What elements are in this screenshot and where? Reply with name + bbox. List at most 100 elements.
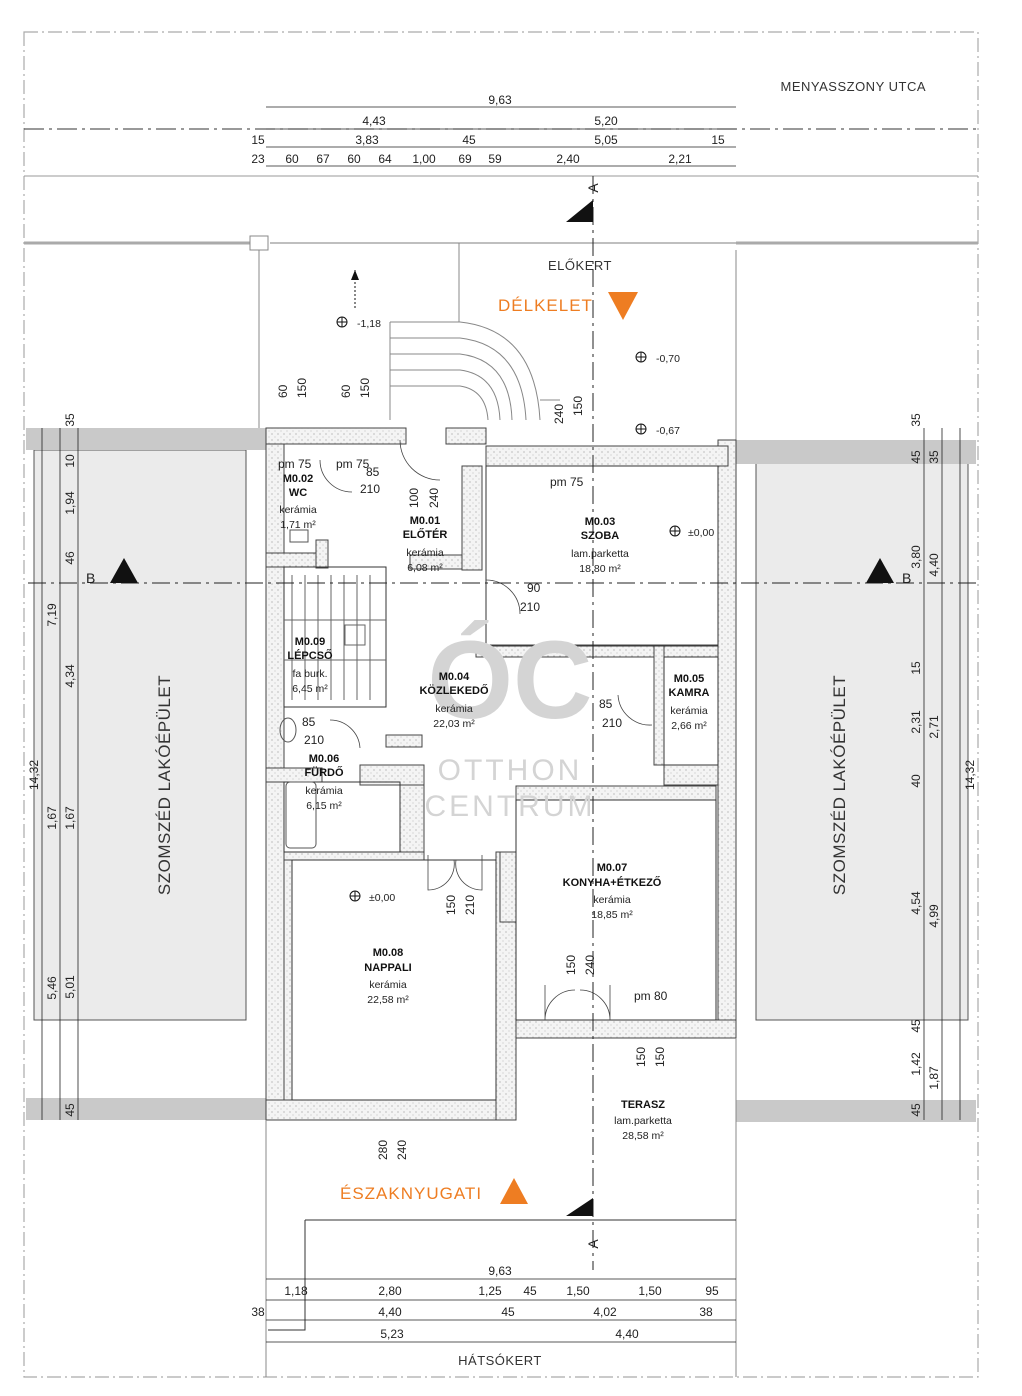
- room-m003: M0.03 SZOBA lam.parketta 18,80 m²: [571, 516, 629, 575]
- svg-text:6,15 m²: 6,15 m²: [306, 800, 342, 812]
- svg-text:2,66 m²: 2,66 m²: [671, 720, 707, 732]
- svg-text:240: 240: [583, 955, 597, 975]
- svg-text:-1,18: -1,18: [357, 318, 381, 330]
- svg-text:kerámia: kerámia: [305, 785, 343, 797]
- svg-text:18,85 m²: 18,85 m²: [591, 909, 633, 921]
- svg-text:240: 240: [552, 404, 566, 424]
- room-m008: M0.08 NAPPALI kerámia 22,58 m²: [364, 947, 411, 1006]
- svg-text:210: 210: [304, 733, 324, 747]
- svg-text:-0,67: -0,67: [656, 425, 680, 437]
- svg-text:59: 59: [488, 152, 502, 166]
- svg-text:M0.02: M0.02: [283, 473, 314, 485]
- svg-text:SZOBA: SZOBA: [581, 530, 620, 542]
- svg-text:9,63: 9,63: [488, 93, 512, 107]
- svg-text:5,23: 5,23: [380, 1327, 404, 1341]
- plot-boundary: [23, 31, 979, 1378]
- svg-text:2,31: 2,31: [909, 710, 923, 734]
- room-m006: M0.06 FÜRDŐ kerámia 6,15 m²: [304, 753, 344, 812]
- svg-text:lam.parketta: lam.parketta: [571, 548, 629, 560]
- svg-text:4,34: 4,34: [63, 664, 77, 688]
- svg-text:M0.09: M0.09: [295, 636, 326, 648]
- svg-text:22,03 m²: 22,03 m²: [433, 718, 475, 730]
- svg-text:FÜRDŐ: FÜRDŐ: [304, 766, 344, 779]
- svg-text:CENTRUM: CENTRUM: [425, 790, 596, 823]
- svg-text:M0.04: M0.04: [439, 671, 470, 683]
- svg-text:2,71: 2,71: [927, 715, 941, 739]
- svg-text:kerámia: kerámia: [406, 547, 444, 559]
- svg-text:2,21: 2,21: [668, 152, 692, 166]
- svg-text:150: 150: [295, 378, 309, 398]
- room-m009: M0.09 LÉPCSŐ fa burk. 6,45 m²: [287, 636, 333, 695]
- room-m002: M0.02 WC kerámia 1,71 m²: [279, 473, 317, 531]
- svg-text:1,67: 1,67: [45, 806, 59, 830]
- svg-text:38: 38: [699, 1305, 713, 1319]
- neighbor-right-wall-bottom: [736, 1100, 976, 1122]
- svg-text:46: 46: [63, 551, 77, 565]
- svg-text:35: 35: [909, 413, 923, 427]
- section-a-top-arrow: [566, 200, 593, 222]
- svg-text:15: 15: [909, 661, 923, 675]
- svg-text:2,80: 2,80: [378, 1284, 402, 1298]
- southeast-arrow-icon: [608, 292, 638, 320]
- section-a-bottom-arrow: [566, 1198, 593, 1216]
- svg-text:5,46: 5,46: [45, 976, 59, 1000]
- svg-text:1,50: 1,50: [638, 1284, 662, 1298]
- neighbor-building-right: [755, 449, 969, 1021]
- svg-text:WC: WC: [289, 487, 307, 499]
- northwest-arrow-icon: [500, 1178, 528, 1204]
- svg-text:150: 150: [358, 378, 372, 398]
- section-b-left-label: B: [86, 570, 95, 586]
- svg-text:OTTHON: OTTHON: [438, 754, 583, 787]
- svg-text:M0.05: M0.05: [674, 673, 705, 685]
- svg-text:210: 210: [463, 895, 477, 915]
- svg-text:45: 45: [63, 1103, 77, 1117]
- svg-text:7,19: 7,19: [45, 603, 59, 627]
- svg-text:35: 35: [63, 413, 77, 427]
- svg-text:KAMRA: KAMRA: [669, 687, 710, 699]
- svg-text:85: 85: [302, 715, 316, 729]
- sink: [279, 717, 297, 743]
- svg-text:15: 15: [251, 133, 265, 147]
- svg-text:14,32: 14,32: [963, 760, 977, 790]
- svg-text:6,08 m²: 6,08 m²: [407, 562, 443, 574]
- svg-text:4,40: 4,40: [615, 1327, 639, 1341]
- svg-text:1,71 m²: 1,71 m²: [280, 519, 316, 531]
- section-b-left-arrow: [110, 558, 138, 583]
- svg-text:4,02: 4,02: [593, 1305, 617, 1319]
- svg-text:M0.06: M0.06: [309, 753, 340, 765]
- svg-text:1,50: 1,50: [566, 1284, 590, 1298]
- svg-text:150: 150: [571, 396, 585, 416]
- svg-text:kerámia: kerámia: [369, 979, 407, 991]
- svg-text:15: 15: [711, 133, 725, 147]
- neighbor-left-wall-bottom: [26, 1098, 266, 1120]
- neighbor-left-wall-top: [26, 428, 266, 450]
- toilet: [289, 529, 309, 543]
- room-m005: M0.05 KAMRA kerámia 2,66 m²: [669, 673, 710, 732]
- room-m001: M0.01 ELŐTÉR kerámia 6,08 m²: [403, 515, 448, 574]
- svg-text:1,00: 1,00: [412, 152, 436, 166]
- svg-text:9,63: 9,63: [488, 1264, 512, 1278]
- svg-text:5,01: 5,01: [63, 975, 77, 999]
- svg-text:5,20: 5,20: [594, 114, 618, 128]
- room-m007: M0.07 KONYHA+ÉTKEZŐ kerámia 18,85 m²: [563, 862, 662, 921]
- svg-text:pm 75: pm 75: [278, 457, 312, 471]
- svg-text:85: 85: [599, 697, 613, 711]
- southeast-label: DÉLKELET: [498, 296, 593, 315]
- fence-post: [249, 235, 269, 251]
- svg-text:kerámia: kerámia: [593, 894, 631, 906]
- svg-text:210: 210: [360, 482, 380, 496]
- room-m004: M0.04 KÖZLEKEDŐ kerámia 22,03 m²: [419, 671, 489, 730]
- top-dimension-lines: [266, 106, 736, 167]
- svg-text:1,42: 1,42: [909, 1052, 923, 1076]
- svg-text:69: 69: [458, 152, 472, 166]
- entrance-stairs: [389, 321, 560, 421]
- svg-text:kerámia: kerámia: [435, 703, 473, 715]
- terrace-step: [268, 1220, 306, 1331]
- svg-text:pm 75: pm 75: [550, 475, 584, 489]
- svg-text:ÓC: ÓC: [428, 619, 593, 742]
- svg-text:18,80 m²: 18,80 m²: [579, 563, 621, 575]
- bottom-dimension-lines: [266, 1278, 736, 1343]
- neighbor-right-wall-top: [736, 440, 976, 464]
- svg-text:210: 210: [520, 600, 540, 614]
